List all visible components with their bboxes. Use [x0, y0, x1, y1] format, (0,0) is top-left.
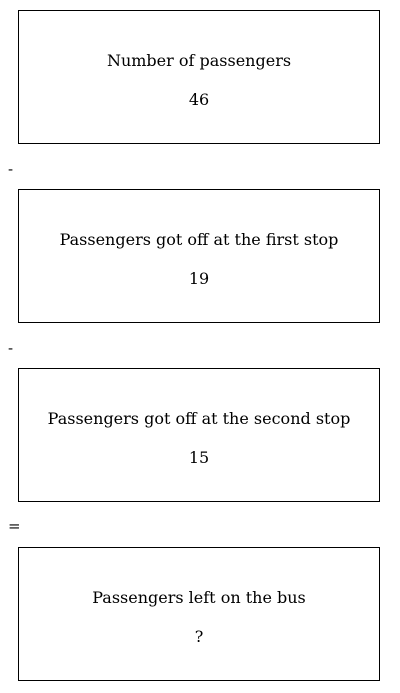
box-label: Number of passengers	[106, 51, 292, 70]
box-value: 46	[188, 90, 210, 109]
box-value: 19	[188, 269, 210, 288]
passengers-total-box: Number of passengers 46	[18, 10, 380, 144]
box-value: 15	[188, 448, 210, 467]
first-stop-box: Passengers got off at the first stop 19	[18, 189, 380, 323]
passengers-left-box: Passengers left on the bus ?	[18, 547, 380, 681]
box-value: ?	[194, 627, 204, 646]
equals-operator: =	[8, 517, 21, 535]
second-stop-box: Passengers got off at the second stop 15	[18, 368, 380, 502]
box-label: Passengers left on the bus	[92, 588, 306, 607]
box-label: Passengers got off at the first stop	[59, 230, 339, 249]
minus-operator: -	[8, 339, 14, 357]
minus-operator: -	[8, 160, 14, 178]
box-label: Passengers got off at the second stop	[47, 409, 351, 428]
